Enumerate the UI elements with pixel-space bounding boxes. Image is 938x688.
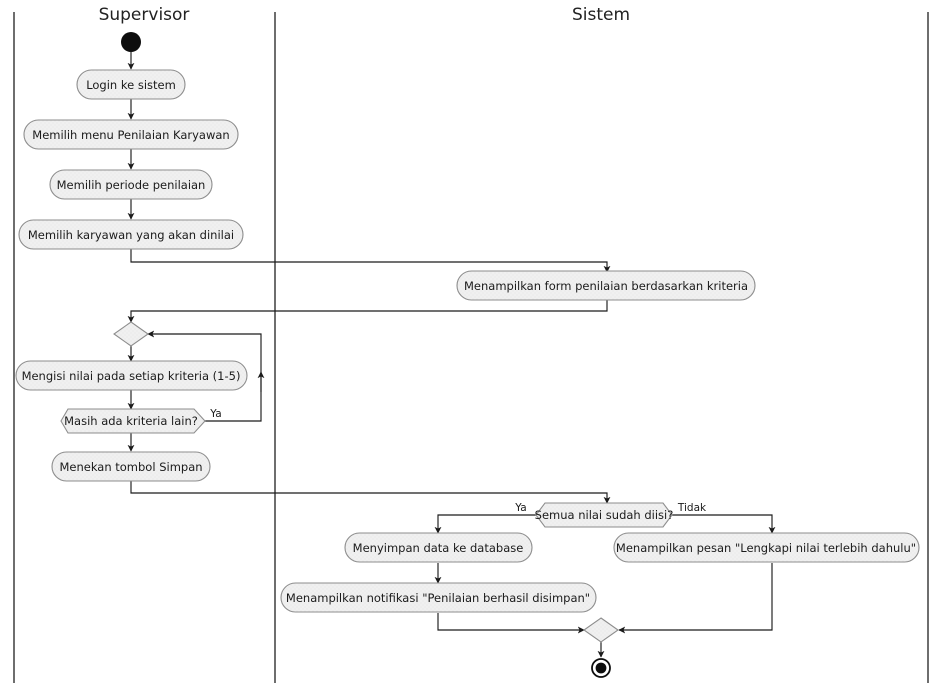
edge-form-to-merge-loop [127, 300, 608, 323]
guard-label-tidak: Tidak [677, 502, 707, 514]
activity-label: Mengisi nilai pada setiap kriteria (1-5) [22, 369, 241, 383]
activity-menampilkan-form-penilaian[interactable]: Menampilkan form penilaian berdasarkan k… [456, 270, 756, 301]
lane-title-sistem: Sistem [572, 5, 630, 25]
activity-memilih-periode-penilaian[interactable]: Memilih periode penilaian [49, 169, 213, 200]
decision-label: Masih ada kriteria lain? [64, 414, 198, 428]
edge-notifikasi-to-merge-final [437, 613, 585, 634]
activity-label: Menyimpan data ke database [353, 541, 524, 555]
activity-memilih-menu-penilaian-karyawan[interactable]: Memilih menu Penilaian Karyawan [23, 119, 239, 150]
merge-node-loop [113, 321, 149, 347]
activity-label: Menampilkan pesan "Lengkapi nilai terleb… [616, 541, 916, 555]
activity-label: Memilih periode penilaian [57, 178, 206, 192]
guard-label-ya: Ya [209, 408, 221, 420]
swimlane-frame [13, 12, 929, 683]
activity-menyimpan-data-ke-database[interactable]: Menyimpan data ke database [344, 532, 533, 563]
activity-menampilkan-notifikasi-berhasil[interactable]: Menampilkan notifikasi "Penilaian berhas… [280, 582, 597, 613]
edge-pesan-to-merge-final [618, 563, 773, 634]
activity-menampilkan-pesan-lengkapi-nilai[interactable]: Menampilkan pesan "Lengkapi nilai terleb… [613, 532, 920, 563]
start-node [121, 32, 141, 52]
decision-masih-ada-kriteria-lain[interactable]: Masih ada kriteria lain? Ya [60, 408, 222, 434]
decision-label: Semua nilai sudah diisi? [535, 508, 674, 522]
activity-memilih-karyawan-yang-akan-dinilai[interactable]: Memilih karyawan yang akan dinilai [18, 219, 244, 250]
activity-label: Memilih karyawan yang akan dinilai [28, 228, 234, 242]
end-node [591, 658, 611, 678]
activity-label: Memilih menu Penilaian Karyawan [32, 128, 229, 142]
activity-login-ke-sistem[interactable]: Login ke sistem [76, 69, 186, 100]
activity-menekan-tombol-simpan[interactable]: Menekan tombol Simpan [51, 451, 211, 482]
activity-label: Menampilkan notifikasi "Penilaian berhas… [286, 591, 590, 605]
edge-simpan-to-decision-nilai [130, 481, 611, 504]
activity-label: Menampilkan form penilaian berdasarkan k… [464, 279, 748, 293]
activity-label: Login ke sistem [86, 78, 176, 92]
activity-label: Menekan tombol Simpan [59, 460, 202, 474]
guard-label-ya: Ya [514, 502, 526, 514]
lane-title-supervisor: Supervisor [99, 5, 190, 25]
flow-edges [127, 52, 776, 658]
edge-karyawan-to-form [130, 249, 611, 273]
edge-nilai-ya-to-simpan-db [434, 514, 536, 534]
edge-nilai-tidak-to-pesan [672, 514, 776, 534]
activity-mengisi-nilai-kriteria[interactable]: Mengisi nilai pada setiap kriteria (1-5) [15, 360, 248, 391]
decision-semua-nilai-sudah-diisi[interactable]: Semua nilai sudah diisi? Ya Tidak [514, 502, 707, 528]
merge-node-final [583, 617, 619, 643]
